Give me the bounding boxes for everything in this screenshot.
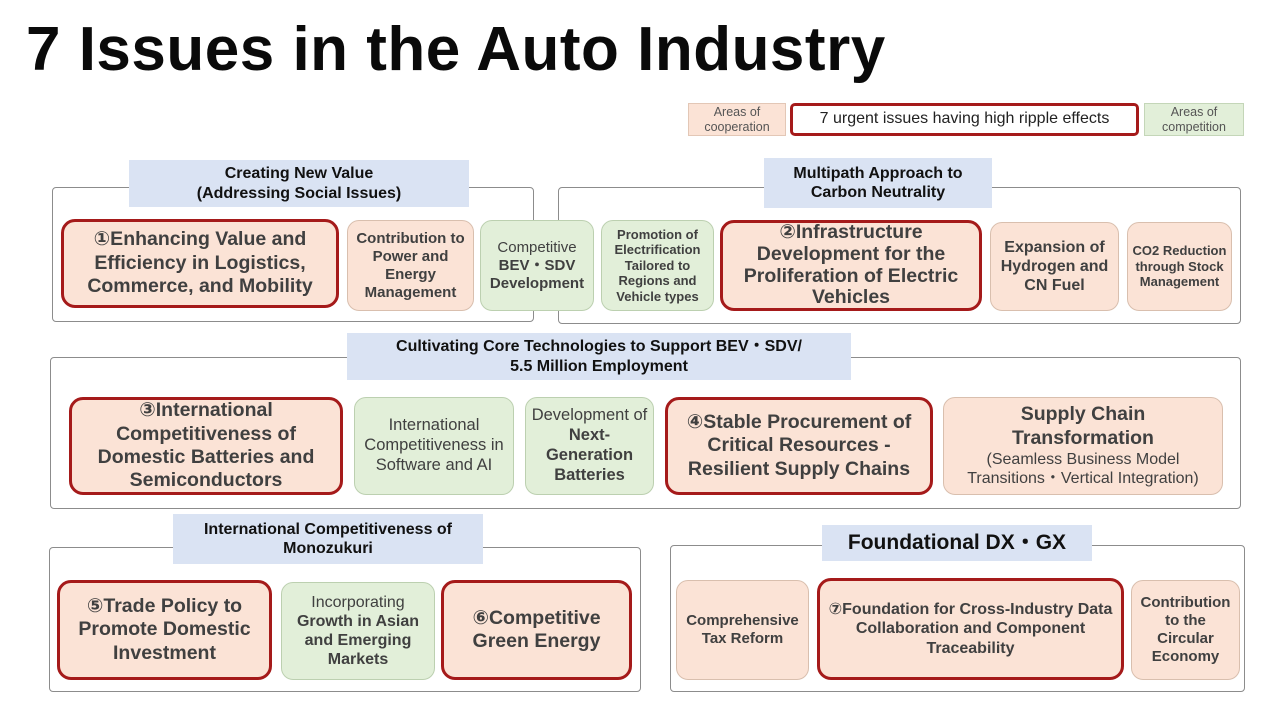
issue-7-box: ⑦Foundation for Cross-Industry Data Coll…	[817, 578, 1124, 680]
page-title: 7 Issues in the Auto Industry	[26, 15, 886, 84]
issue-5-box: ⑤Trade Policy to Promote Domestic Invest…	[57, 580, 272, 680]
group-label-new-value: Creating New Value (Addressing Social Is…	[129, 160, 469, 207]
growth-markets-box: Incorporating Growth in Asian and Emergi…	[281, 582, 435, 680]
electrification-box: Promotion of Electrification Tailored to…	[601, 220, 714, 311]
next-gen-batteries-box: Development of Next-Generation Batteries	[525, 397, 654, 495]
group-label-dxgx: Foundational DX・GX	[822, 525, 1092, 561]
group-label-monozukuri: International Competitiveness of Monozuk…	[173, 514, 483, 564]
issue-1-box: ①Enhancing Value and Efficiency in Logis…	[61, 219, 339, 308]
issue-4-box: ④Stable Procurement of Critical Resource…	[665, 397, 933, 495]
co2-box: CO2 Reduction through Stock Management	[1127, 222, 1232, 311]
hydrogen-box: Expansion of Hydrogen and CN Fuel	[990, 222, 1119, 311]
issue-3-box: ③International Competitiveness of Domest…	[69, 397, 343, 495]
legend-cooperation: Areas of cooperation	[688, 103, 786, 136]
legend-competition: Areas of competition	[1144, 103, 1244, 136]
legend-urgent-issues: 7 urgent issues having high ripple effec…	[790, 103, 1139, 136]
bev-sdv-box: Competitive BEV・SDV Development	[480, 220, 594, 311]
issue-2-box: ②Infrastructure Development for the Prol…	[720, 220, 982, 311]
tax-reform-box: Comprehensive Tax Reform	[676, 580, 809, 680]
power-energy-box: Contribution to Power and Energy Managem…	[347, 220, 474, 311]
issue-6-box: ⑥Competitive Green Energy	[441, 580, 632, 680]
group-label-multipath: Multipath Approach to Carbon Neutrality	[764, 158, 992, 208]
group-label-core-tech: Cultivating Core Technologies to Support…	[347, 333, 851, 380]
software-ai-box: International Competitiveness in Softwar…	[354, 397, 514, 495]
supply-chain-box: Supply Chain Transformation (Seamless Bu…	[943, 397, 1223, 495]
circular-economy-box: Contribution to the Circular Economy	[1131, 580, 1240, 680]
